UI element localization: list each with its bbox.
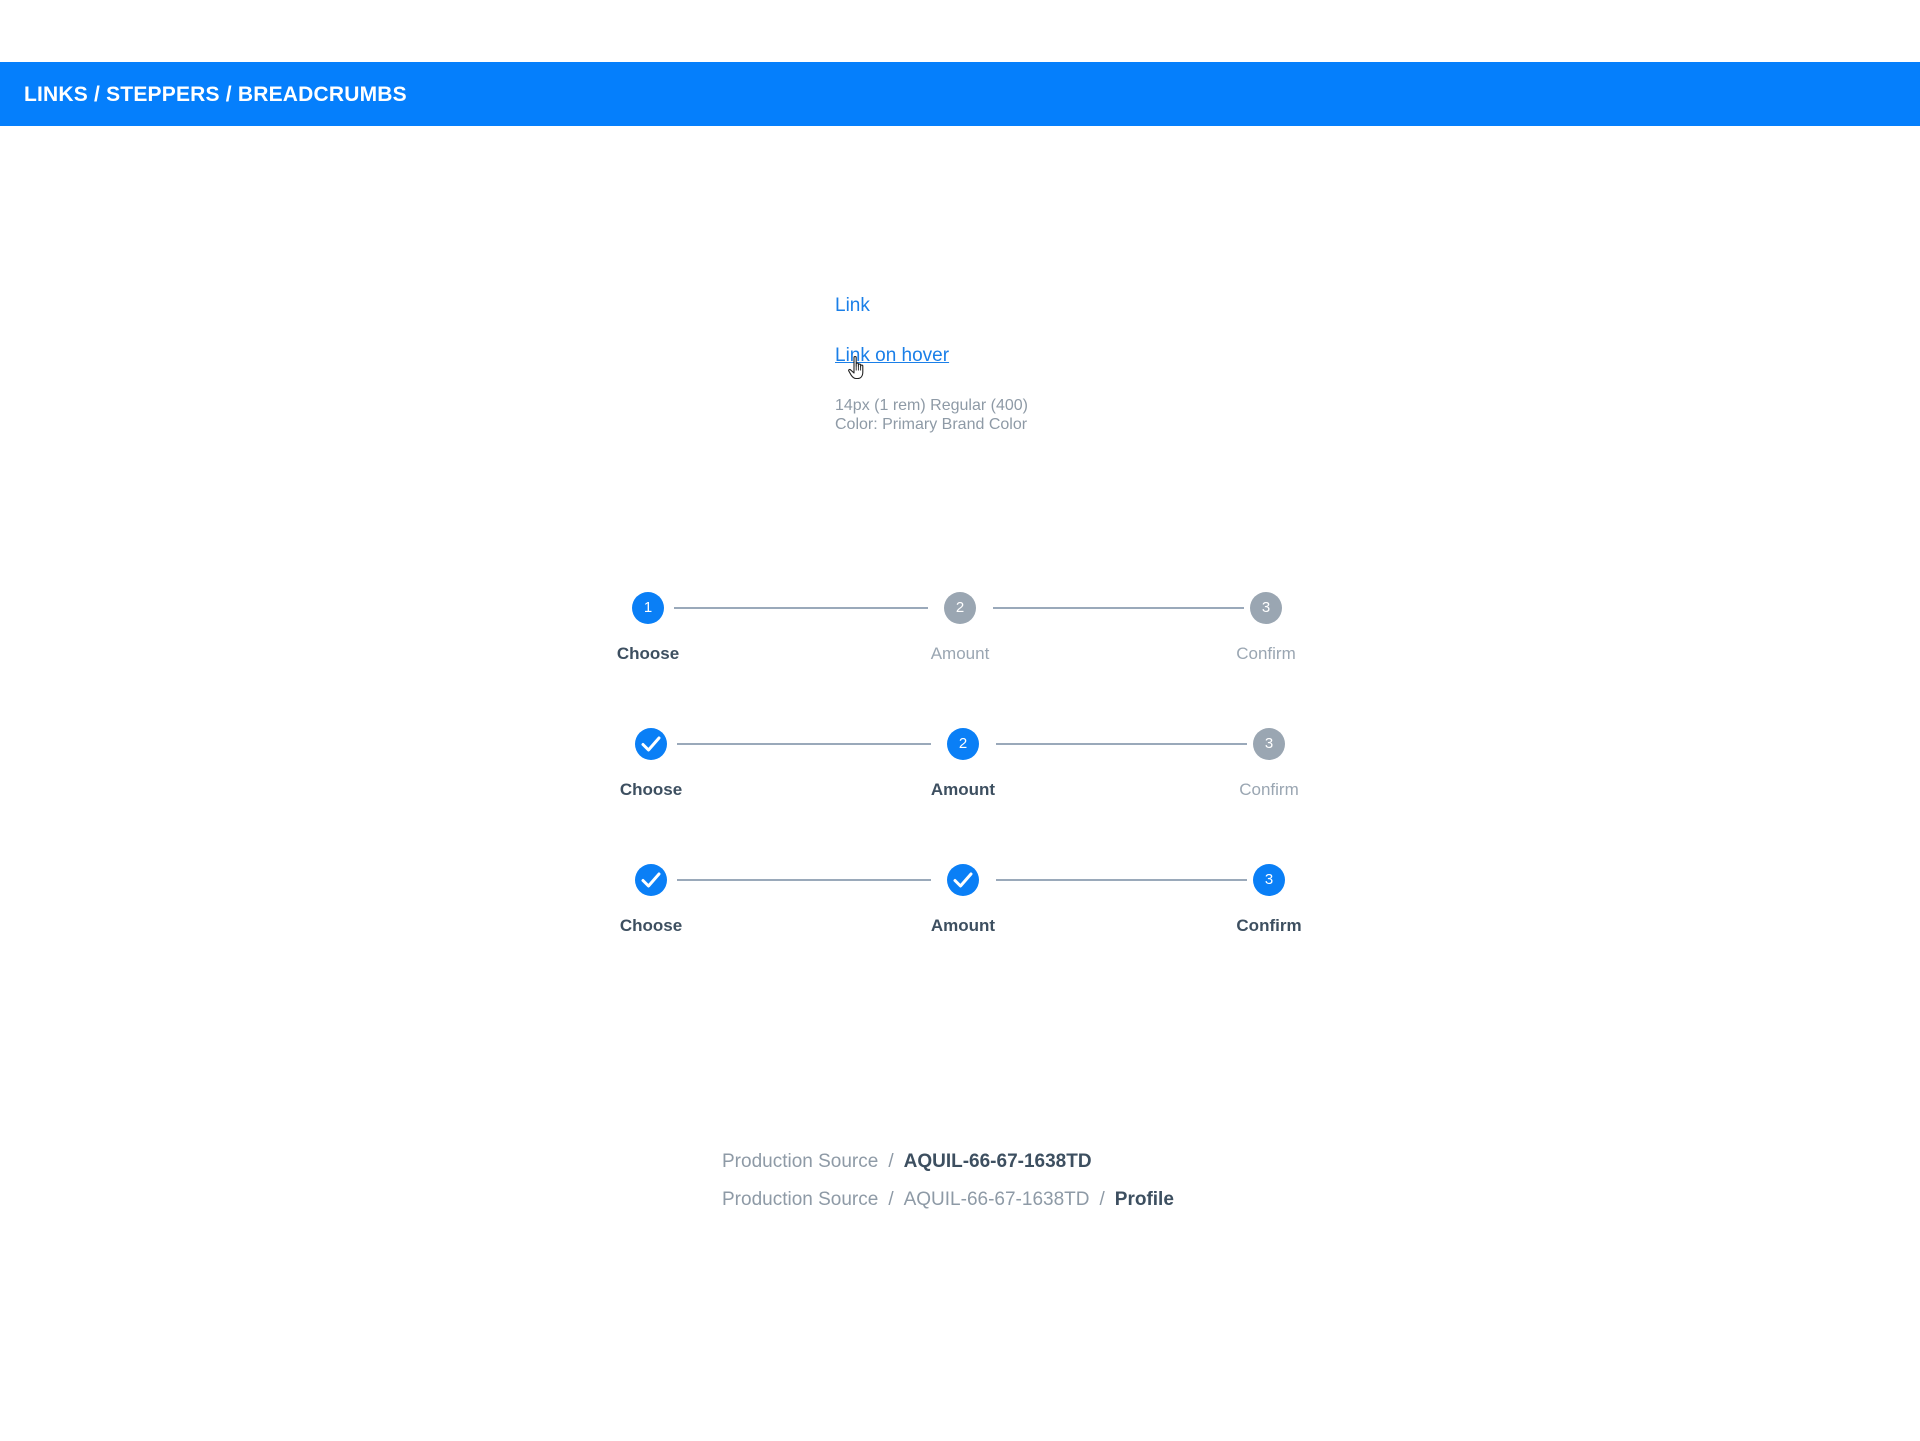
- breadcrumb: Production Source / AQUIL-66-67-1638TD / Pro…: [722, 1189, 1174, 1211]
- stepper-connector: [677, 743, 931, 745]
- step-indicator[interactable]: 1: [632, 592, 664, 624]
- link-default[interactable]: Link: [835, 295, 870, 316]
- breadcrumb-link[interactable]: Production Source: [722, 1189, 879, 1210]
- breadcrumb-separator: /: [888, 1189, 894, 1210]
- breadcrumb-current: AQUIL-66-67-1638TD: [903, 1151, 1092, 1172]
- step-indicator[interactable]: 2: [944, 592, 976, 624]
- step-indicator[interactable]: 3: [1250, 592, 1282, 624]
- breadcrumb-separator: /: [1099, 1189, 1105, 1210]
- step-label: Amount: [930, 916, 996, 935]
- check-icon[interactable]: [947, 864, 979, 896]
- page-title: LINKS / STEPPERS / BREADCRUMBS: [24, 83, 407, 106]
- check-icon[interactable]: [635, 728, 667, 760]
- stepper-choose-active: 1 2 3 Choose Amount Confirm: [608, 590, 1328, 670]
- step-indicator[interactable]: 3: [1253, 728, 1285, 760]
- stepper-connector: [993, 607, 1244, 609]
- link-spec-font: 14px (1 rem) Regular (400): [835, 397, 1028, 414]
- breadcrumb-link[interactable]: Production Source: [722, 1151, 879, 1172]
- step-label: Confirm: [1236, 644, 1296, 663]
- stepper-connector: [674, 607, 928, 609]
- step-label: Confirm: [1239, 780, 1299, 799]
- step-label: Amount: [930, 644, 990, 663]
- step-indicator[interactable]: 3: [1253, 864, 1285, 896]
- stepper-connector: [996, 743, 1247, 745]
- breadcrumb-link[interactable]: AQUIL-66-67-1638TD: [903, 1189, 1090, 1210]
- link-spec-color: Color: Primary Brand Color: [835, 416, 1028, 433]
- hand-pointer-icon: [848, 355, 864, 380]
- step-label: Choose: [616, 644, 680, 663]
- stepper-connector: [677, 879, 931, 881]
- check-icon[interactable]: [635, 864, 667, 896]
- link-hover[interactable]: Link on hover: [835, 345, 950, 366]
- step-label: Amount: [930, 780, 996, 799]
- step-label: Confirm: [1236, 916, 1302, 935]
- header-bar: LINKS / STEPPERS / BREADCRUMBS: [0, 62, 1920, 126]
- step-label: Choose: [619, 780, 683, 799]
- step-indicator[interactable]: 2: [947, 728, 979, 760]
- breadcrumb-separator: /: [888, 1151, 894, 1172]
- breadcrumb-current: Profile: [1114, 1189, 1174, 1210]
- stepper-confirm-active: 3 Choose Amount Confirm: [611, 862, 1331, 942]
- stepper-amount-active: 2 3 Choose Amount Confirm: [611, 726, 1331, 806]
- breadcrumb: Production Source / AQUIL-66-67-1638TD: [722, 1151, 1092, 1173]
- step-label: Choose: [619, 916, 683, 935]
- stepper-connector: [996, 879, 1247, 881]
